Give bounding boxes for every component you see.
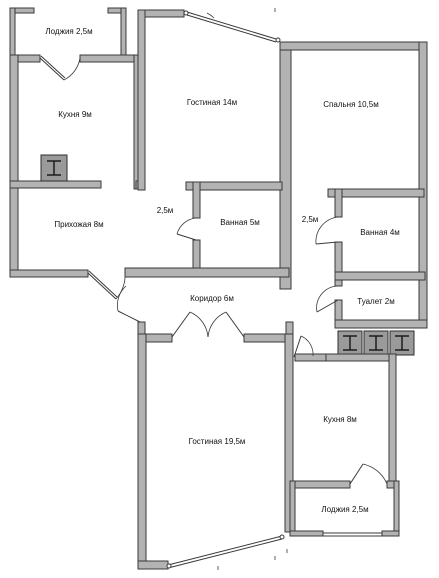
kitchen-hall-partition xyxy=(9,180,102,189)
corridor-top-wall xyxy=(124,267,290,278)
room-label-hall: Прихожая 8м xyxy=(54,220,103,229)
living-bottom-left-wall xyxy=(137,333,147,567)
living-left-wall xyxy=(137,9,146,191)
hall-bottom-wall xyxy=(9,269,89,278)
bath-toilet-partition xyxy=(334,271,426,281)
room-label-hall-dim: 2,5м xyxy=(157,206,174,215)
room-label-kitchen-left: Кухня 9м xyxy=(58,110,92,119)
lower-walls xyxy=(137,321,400,570)
living-bottom-bottom-wall xyxy=(137,560,169,570)
loggia-bottom-left-wall xyxy=(289,480,296,537)
vent-shaft-left xyxy=(40,154,68,182)
living-bottom-wall xyxy=(185,181,283,191)
vent-shafts-right xyxy=(337,330,415,356)
room-labels: Лоджия 2,5м Кухня 9м Гостиная 14м Спальн… xyxy=(45,27,399,514)
loggia-bottom-bottom-left xyxy=(289,530,324,537)
room-label-loggia-bottom: Лоджия 2,5м xyxy=(321,505,368,514)
toilet-left-wall-upper xyxy=(334,279,343,287)
loggia-right-wall xyxy=(120,7,127,61)
bath-right-left-wall-upper xyxy=(334,188,343,218)
room-label-corridor: Коридор 6м xyxy=(190,294,234,303)
upper-right-walls xyxy=(279,41,428,329)
room-label-loggia-top: Лоджия 2,5м xyxy=(45,27,92,36)
room-label-bedroom: Спальня 10,5м xyxy=(323,100,378,109)
bedroom-top-wall xyxy=(279,41,428,51)
right-outer-wall xyxy=(418,41,428,329)
loggia-bottom-right-wall xyxy=(393,480,400,537)
living-kitchen-partition xyxy=(284,333,294,533)
room-label-bath-right: Ванная 4м xyxy=(360,228,400,237)
kitchen-top-wall-right xyxy=(79,54,141,63)
room-label-right-dim: 2,5м xyxy=(302,215,319,224)
tick-marks xyxy=(217,8,288,570)
loggia-bottom-bottom-right xyxy=(381,530,400,537)
center-right-wall xyxy=(279,41,292,290)
toilet-bottom-wall xyxy=(334,319,428,329)
loggia-left-wall xyxy=(9,7,16,61)
room-label-kitchen-right: Кухня 8м xyxy=(323,415,357,424)
doors xyxy=(39,10,388,569)
bedroom-bottom-wall xyxy=(327,188,425,198)
room-label-living-top: Гостиная 14м xyxy=(187,98,237,107)
room-label-bath-center: Ванная 5м xyxy=(220,218,260,227)
room-label-living-bottom: Гостиная 19,5м xyxy=(189,437,246,446)
left-outer-wall xyxy=(9,54,19,278)
kitchen-right-top-wall xyxy=(294,353,328,362)
kitchen-loggia-partition-left xyxy=(289,480,351,489)
bath-left-wall-lower xyxy=(192,239,201,271)
upper-left-walls xyxy=(9,7,145,278)
bath-left-wall-upper xyxy=(192,181,201,219)
kitchen-right-top-wall-2 xyxy=(325,353,395,362)
upper-center-walls xyxy=(124,9,292,290)
kitchen-right-outer-wall xyxy=(388,353,397,482)
bath-right-left-wall-lower xyxy=(334,241,343,273)
room-label-toilet: Туалет 2м xyxy=(357,297,394,306)
